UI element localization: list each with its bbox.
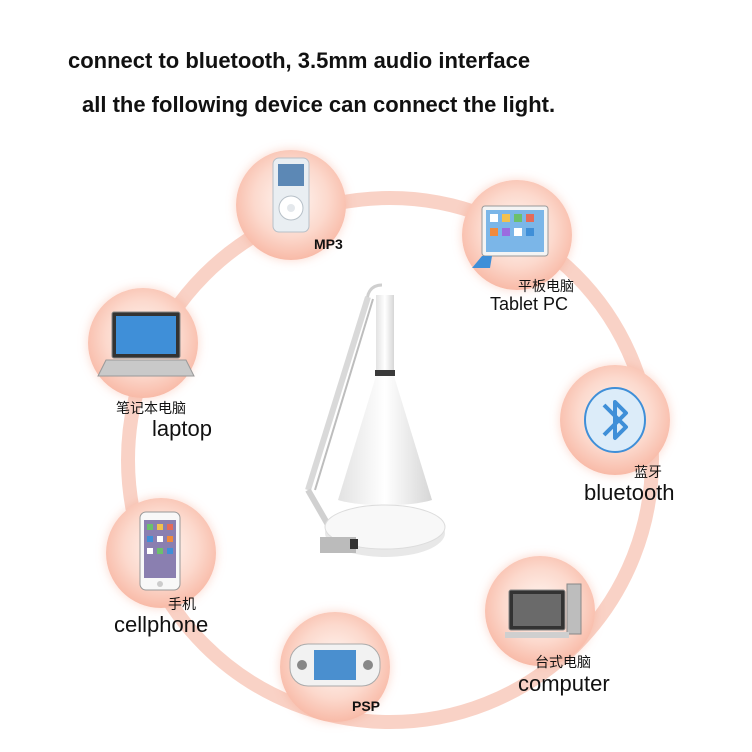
device-node-mp3 (236, 150, 346, 260)
mp3-label: MP3 (314, 236, 343, 252)
psp-label: PSP (352, 698, 381, 714)
bluetooth-label-cn: 蓝牙 (634, 465, 662, 481)
device-node-tablet (462, 180, 572, 290)
device-node-bluetooth (560, 365, 670, 475)
tablet-icon (472, 205, 549, 268)
headline-line-1: connect to bluetooth, 3.5mm audio interf… (68, 48, 531, 73)
laptop-icon (97, 311, 195, 377)
computer-label-en: computer (518, 671, 610, 696)
cellphone-icon (139, 511, 181, 591)
tablet-label-cn: 平板电脑 (518, 279, 574, 295)
cellphone-label-en: cellphone (114, 612, 209, 637)
bluetooth-icon (584, 387, 646, 453)
mp3-player-icon (272, 157, 310, 233)
device-node-computer (485, 556, 595, 666)
psp-console-icon (289, 643, 381, 687)
speaker-lamp-image (305, 283, 446, 557)
laptop-label-en: laptop (152, 416, 212, 441)
device-node-laptop (88, 288, 198, 398)
headline-line-2: all the following device can connect the… (82, 92, 556, 117)
bluetooth-label-en: bluetooth (584, 480, 675, 505)
tablet-label-en: Tablet PC (490, 294, 569, 314)
desktop-computer-icon (505, 583, 582, 638)
laptop-label-cn: 笔记本电脑 (116, 401, 186, 417)
device-node-cellphone (106, 498, 216, 608)
computer-label-cn: 台式电脑 (535, 655, 591, 671)
device-node-psp (280, 612, 390, 722)
cellphone-label-cn: 手机 (168, 597, 196, 613)
